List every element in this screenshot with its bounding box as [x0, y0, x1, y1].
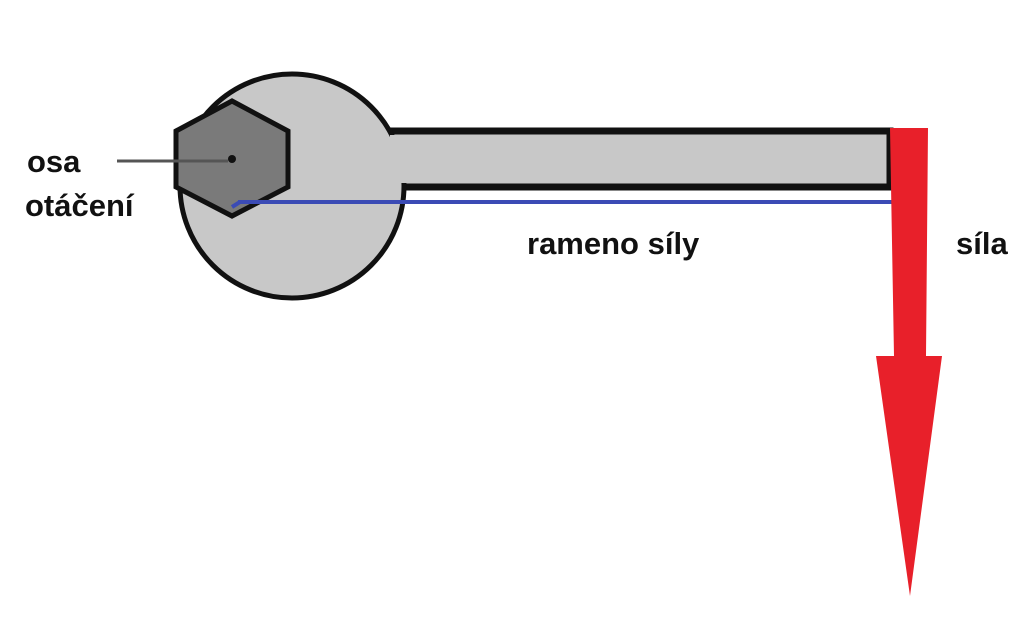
axis-label-line2: otáčení: [25, 188, 134, 223]
lever-arm-label: rameno síly: [527, 226, 700, 261]
force-arrow: [876, 128, 942, 596]
force-label: síla: [956, 226, 1008, 261]
wrench-handle: [376, 127, 894, 191]
axis-label-line1: osa: [27, 144, 81, 179]
rotation-axis-dot: [228, 155, 236, 163]
wrench-joint: [390, 135, 410, 183]
